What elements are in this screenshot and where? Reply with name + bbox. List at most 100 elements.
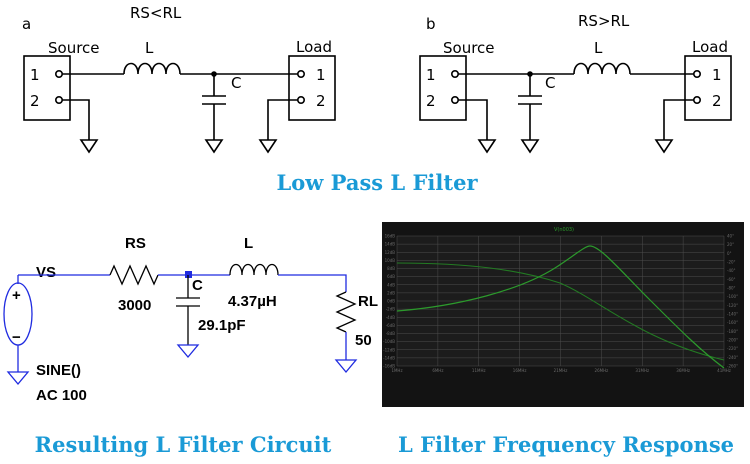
plot-title: V(n003) xyxy=(554,227,574,233)
vs-label: VS xyxy=(36,264,56,281)
load-b-terminal-1 xyxy=(692,70,701,79)
y-left-tick-label: 10dB xyxy=(385,258,396,263)
x-tick-label: 41MHz xyxy=(717,368,731,373)
schematic-a-inductor-label: L xyxy=(145,39,154,57)
ground-vs xyxy=(6,371,30,386)
ground-a-load xyxy=(258,139,278,154)
schematic-a-letter: a xyxy=(22,15,31,33)
l-value: 4.37µH xyxy=(228,293,277,310)
load-a-pin2: 2 xyxy=(316,92,326,110)
source-func: SINE() xyxy=(36,362,81,379)
schematic-a-capacitor-label: C xyxy=(231,74,241,92)
y-left-tick-label: 16dB xyxy=(385,234,396,239)
wire-a-load-gnd xyxy=(267,99,298,140)
y-right-tick-label: -40° xyxy=(727,268,736,273)
schematic-a-condition: RS<RL xyxy=(130,4,182,22)
schematic-b-letter: b xyxy=(426,15,436,33)
source-b-pin2: 2 xyxy=(426,92,436,110)
y-left-tick-label: -8dB xyxy=(386,331,396,336)
rl-label: RL xyxy=(358,293,378,310)
load-block-b xyxy=(684,55,732,121)
ground-b-src xyxy=(477,139,497,154)
source-minus: − xyxy=(12,329,21,346)
x-tick-label: 21MHz xyxy=(554,368,568,373)
c-value: 29.1pF xyxy=(198,317,246,334)
top-caption: Low Pass L Filter xyxy=(276,170,478,195)
y-left-tick-label: 14dB xyxy=(385,242,396,247)
load-b-terminal-2 xyxy=(692,96,701,105)
capacitor-c xyxy=(176,275,200,345)
resistor-rs xyxy=(109,264,159,286)
y-left-tick-label: -16dB xyxy=(383,364,395,369)
schematic-b-source-label: Source xyxy=(443,39,495,57)
schematic-b-inductor-label: L xyxy=(594,39,603,57)
y-right-tick-label: -100° xyxy=(727,294,738,299)
source-b-terminal-2 xyxy=(450,96,459,105)
x-tick-label: 16MHz xyxy=(513,368,527,373)
y-right-tick-label: -240° xyxy=(727,355,738,360)
plot-grid xyxy=(396,235,725,367)
schematic-b-capacitor-label: C xyxy=(545,74,555,92)
load-b-pin2: 2 xyxy=(712,92,722,110)
y-right-tick-label: -120° xyxy=(727,303,738,308)
load-block-a xyxy=(288,55,336,121)
ground-b-load xyxy=(654,139,674,154)
schematic-a: a RS<RL Source Load L C 1 2 1 2 xyxy=(22,4,336,154)
source-block-a xyxy=(23,55,71,121)
source-b-terminal-1 xyxy=(450,70,459,79)
y-left-tick-label: -4dB xyxy=(386,315,396,320)
capacitor-a xyxy=(202,74,226,140)
schematic-b-load-label: Load xyxy=(692,38,728,56)
y-right-tick-label: -200° xyxy=(727,338,738,343)
resistor-rl xyxy=(335,291,357,333)
source-block-b xyxy=(419,55,467,121)
x-tick-label: 11MHz xyxy=(472,368,486,373)
y-left-tick-label: -2dB xyxy=(386,307,396,312)
magnitude-curve xyxy=(396,262,725,361)
rs-value: 3000 xyxy=(118,297,151,314)
y-left-tick-label: -14dB xyxy=(383,355,395,360)
source-a-pin1: 1 xyxy=(30,66,40,84)
y-right-tick-label: -220° xyxy=(727,346,738,351)
y-left-tick-label: 2dB xyxy=(387,290,395,295)
c-label: C xyxy=(192,277,203,294)
x-tick-label: 6MHz xyxy=(432,368,443,373)
y-right-tick-label: 20° xyxy=(727,242,734,247)
source-ac: AC 100 xyxy=(36,387,87,404)
load-b-pin1: 1 xyxy=(712,66,722,84)
rs-label: RS xyxy=(125,235,146,252)
y-right-tick-label: -160° xyxy=(727,320,738,325)
source-a-pin2: 2 xyxy=(30,92,40,110)
x-tick-label: 26MHz xyxy=(595,368,609,373)
y-right-tick-label: -260° xyxy=(727,364,738,369)
y-left-tick-label: -12dB xyxy=(383,347,395,352)
y-right-tick-label: -80° xyxy=(727,286,736,291)
y-right-tick-label: -180° xyxy=(727,329,738,334)
capacitor-b xyxy=(518,74,542,140)
y-right-tick-label: 0° xyxy=(727,251,732,256)
load-a-pin1: 1 xyxy=(316,66,326,84)
l-label: L xyxy=(244,235,253,252)
source-b-pin1: 1 xyxy=(426,66,436,84)
y-right-tick-label: -140° xyxy=(727,312,738,317)
bottom-right-caption: L Filter Frequency Response xyxy=(398,432,734,457)
y-left-tick-label: 8dB xyxy=(387,266,395,271)
wire-b-src-gnd xyxy=(458,99,488,140)
y-left-tick-label: -10dB xyxy=(383,339,395,344)
y-left-tick-label: -6dB xyxy=(386,323,396,328)
ground-b-cap xyxy=(520,139,540,154)
phase-curve xyxy=(396,245,725,369)
y-left-tick-label: 4dB xyxy=(387,282,395,287)
y-left-tick-label: 6dB xyxy=(387,274,395,279)
y-left-tick-label: 0dB xyxy=(387,299,395,304)
y-left-tick-label: 12dB xyxy=(385,250,396,255)
rl-value: 50 xyxy=(355,332,372,349)
load-a-terminal-2 xyxy=(296,96,305,105)
wire-l-rl xyxy=(278,274,347,292)
inductor-b xyxy=(573,62,631,75)
ground-rl xyxy=(334,359,358,374)
